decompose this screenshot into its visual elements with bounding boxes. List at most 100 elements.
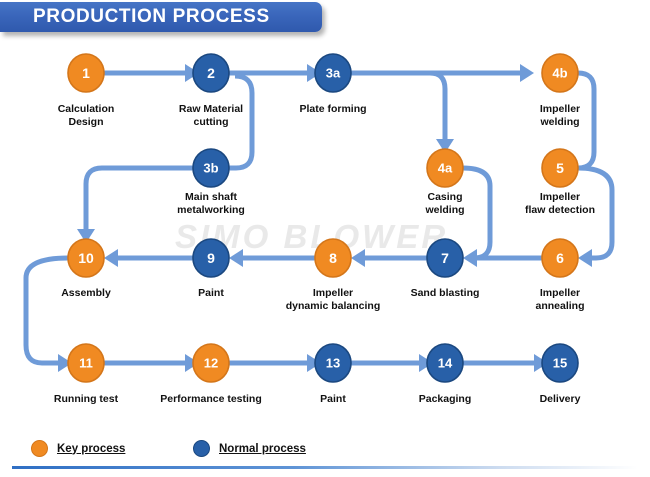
node-label-line2: welding	[540, 116, 580, 128]
edge-1-to-2	[104, 64, 199, 82]
legend-label-key-process: Key process	[57, 442, 126, 455]
node-label-line1: Delivery	[539, 393, 581, 405]
node-label-line1: Plate forming	[299, 103, 367, 115]
node-15[interactable]: 15	[541, 343, 579, 383]
edge-8-to-9	[229, 249, 315, 267]
edge-14-to-15	[463, 354, 548, 372]
header-banner	[0, 2, 322, 32]
edge-12-to-13	[229, 354, 321, 372]
node-number: 10	[78, 250, 94, 266]
node-label-8: Impeller dynamic balancing	[286, 287, 381, 313]
node-7[interactable]: 7	[426, 238, 464, 278]
edge-3a-to-4a	[429, 70, 454, 153]
node-3b[interactable]: 3b	[192, 148, 230, 188]
node-12[interactable]: 12	[192, 343, 230, 383]
node-9[interactable]: 9	[192, 238, 230, 278]
node-4a[interactable]: 4a	[426, 148, 464, 188]
edge-2-to-3b	[229, 73, 255, 171]
node-number: 7	[441, 250, 449, 266]
node-number: 2	[207, 65, 215, 81]
node-label-12: Performance testing	[160, 393, 262, 406]
node-label-line2: flaw detection	[524, 204, 596, 216]
footer-divider	[12, 466, 638, 469]
node-label-6: Impeller annealing	[535, 287, 584, 313]
node-number: 11	[79, 356, 93, 371]
node-label-line1: Performance testing	[160, 393, 262, 405]
node-label-line1: Main shaft	[185, 191, 237, 203]
node-label-line1: Packaging	[418, 393, 472, 405]
node-label-11: Running test	[54, 393, 118, 406]
node-number: 8	[329, 250, 337, 266]
node-number: 14	[438, 356, 453, 371]
node-number: 4a	[438, 161, 453, 176]
node-number: 6	[556, 250, 564, 266]
edge-11-to-12	[104, 354, 199, 372]
edge-2-to-3a	[229, 64, 321, 82]
edge-9-to-10	[104, 249, 193, 267]
edge-3b-to-10	[77, 165, 193, 243]
node-label-line1: Impeller	[539, 103, 581, 115]
node-label-5: Impeller flaw detection	[525, 191, 595, 217]
node-label-15: Delivery	[540, 393, 581, 406]
node-label-7: Sand blasting	[411, 287, 480, 300]
node-11[interactable]: 11	[67, 343, 105, 383]
edge-4b-to-5	[577, 70, 597, 171]
node-label-3a: Plate forming	[299, 103, 366, 116]
node-number: 4b	[552, 66, 567, 81]
node-label-line2: welding	[425, 204, 465, 216]
node-5[interactable]: 5	[541, 148, 579, 188]
node-label-line1: Impeller	[539, 287, 581, 299]
edge-4a-to-7	[462, 165, 493, 261]
node-number: 13	[326, 356, 340, 371]
node-14[interactable]: 14	[426, 343, 464, 383]
node-label-line2: annealing	[535, 300, 585, 312]
legend-item-key-process: Key process	[31, 440, 125, 457]
edge-7-to-8	[351, 249, 427, 267]
node-label-9: Paint	[198, 287, 224, 300]
node-label-line2: metalworking	[177, 204, 245, 216]
node-label-4a: Casing welding	[425, 191, 464, 217]
node-label-line1: Paint	[198, 287, 224, 299]
node-label-line1: Sand blasting	[410, 287, 480, 299]
legend-item-normal-process: Normal process	[193, 440, 306, 457]
normal-process-dot-icon	[193, 440, 210, 457]
node-label-line1: Raw Material	[178, 103, 244, 115]
node-label-2: Raw Material cutting	[179, 103, 243, 129]
node-label-3b: Main shaft metalworking	[177, 191, 245, 217]
legend-label-normal-process: Normal process	[219, 442, 306, 455]
node-label-4b: Impeller welding	[540, 103, 580, 129]
node-3a[interactable]: 3a	[314, 53, 352, 93]
node-4b[interactable]: 4b	[541, 53, 579, 93]
node-6[interactable]: 6	[541, 238, 579, 278]
node-label-line2: cutting	[193, 116, 229, 128]
node-number: 1	[82, 65, 90, 81]
node-number: 9	[207, 250, 215, 266]
node-8[interactable]: 8	[314, 238, 352, 278]
node-number: 5	[556, 160, 564, 176]
node-number: 3b	[203, 161, 218, 176]
node-10[interactable]: 10	[67, 238, 105, 278]
node-13[interactable]: 13	[314, 343, 352, 383]
node-label-line1: Calculation	[57, 103, 115, 115]
node-label-line1: Casing	[427, 191, 463, 203]
node-label-line1: Paint	[320, 393, 346, 405]
node-label-line2: dynamic balancing	[285, 300, 381, 312]
node-1[interactable]: 1	[67, 53, 105, 93]
node-label-line2: Design	[68, 116, 104, 128]
edge-5-to-6	[577, 165, 615, 267]
node-label-10: Assembly	[61, 287, 111, 300]
node-label-14: Packaging	[419, 393, 472, 406]
node-label-line1: Assembly	[61, 287, 111, 299]
edge-10-to-11	[23, 255, 72, 372]
node-number: 12	[204, 356, 218, 371]
page-title: PRODUCTION PROCESS	[33, 6, 270, 27]
node-number: 15	[553, 356, 567, 371]
node-2[interactable]: 2	[192, 53, 230, 93]
node-label-line1: Impeller	[312, 287, 354, 299]
node-label-line1: Running test	[53, 393, 119, 405]
edge-13-to-14	[351, 354, 433, 372]
node-label-line1: Impeller	[539, 191, 581, 203]
edge-6-to-7	[463, 249, 542, 267]
